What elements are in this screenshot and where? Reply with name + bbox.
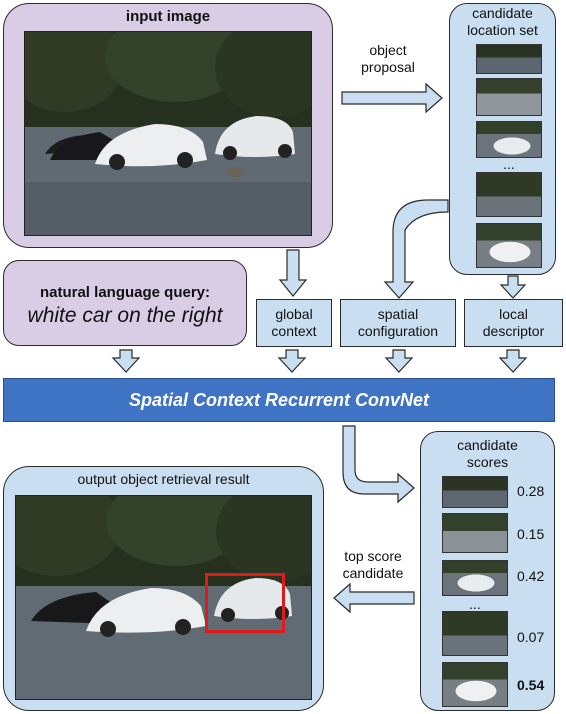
local-to-network-arrow	[498, 349, 528, 373]
spatial-to-network-arrow	[384, 349, 414, 373]
object-proposal-line1: object	[369, 42, 407, 58]
spatial-configuration-label: spatial configuration	[340, 306, 456, 340]
candidate-scores-title: candidate scores	[420, 437, 555, 471]
candidate-score-value: 0.15	[517, 526, 545, 542]
query-panel	[3, 260, 247, 346]
candidate-location-set-line1: candidate	[472, 5, 533, 21]
candidate-score-value: 0.07	[517, 629, 545, 645]
local-descriptor-down-arrow	[499, 275, 527, 299]
output-photo	[15, 495, 312, 700]
candidate-location-thumb	[476, 223, 542, 268]
parking-lot-scene	[25, 32, 311, 235]
local-descriptor-label: local descriptor	[464, 306, 563, 340]
candidate-score-thumb	[442, 662, 508, 707]
candidate-score-value-top: 0.54	[517, 677, 545, 693]
output-parking-lot-scene	[16, 496, 311, 699]
candidate-scores-line2: scores	[466, 454, 509, 470]
candidate-scores-line1: candidate	[457, 437, 518, 453]
network-bar-label: Spatial Context Recurrent ConvNet	[128, 390, 430, 410]
global-to-network-arrow	[277, 349, 307, 373]
candidate-score-thumb	[442, 560, 508, 596]
network-bar	[3, 378, 555, 422]
candidate-score-value: 0.42	[517, 568, 545, 584]
candidate-score-value: 0.28	[517, 483, 545, 499]
object-proposal-label: object proposal	[345, 42, 431, 76]
spatial-configuration-box	[340, 299, 456, 347]
candidate-score-thumb	[442, 611, 508, 656]
input-image-title: input image	[125, 8, 211, 25]
query-title: natural language query:	[39, 284, 211, 301]
retrieved-object-box	[205, 573, 285, 633]
input-photo	[24, 31, 312, 236]
local-descriptor-line2: descriptor	[482, 323, 545, 339]
top-score-candidate-label: top score candidate	[330, 548, 416, 582]
candidate-location-thumb	[476, 78, 542, 116]
candidate-location-set-title: candidate location set	[449, 5, 556, 39]
candidate-score-thumb	[442, 476, 508, 508]
candidate-location-thumb	[476, 44, 542, 74]
global-context-label: global context	[256, 306, 332, 340]
candidate-location-thumb	[476, 121, 542, 158]
network-to-scores-arrow	[342, 425, 415, 504]
spatial-configuration-line1: spatial	[377, 306, 419, 322]
object-proposal-line2: proposal	[361, 59, 415, 75]
object-proposal-arrow	[341, 82, 443, 114]
top-score-candidate-arrow	[333, 582, 415, 614]
candidate-location-set-line2: location set	[467, 22, 538, 38]
global-context-down-arrow	[278, 249, 308, 297]
local-descriptor-line1: local	[499, 306, 528, 322]
candidate-location-thumb	[476, 172, 542, 217]
global-context-line2: context	[271, 323, 317, 339]
candidate-location-ellipsis: ...	[503, 156, 515, 172]
candidate-scores-ellipsis: ...	[469, 596, 481, 612]
top-score-candidate-line1: top score	[344, 548, 402, 564]
local-descriptor-box	[464, 299, 563, 347]
top-score-candidate-line2: candidate	[342, 565, 404, 581]
global-context-box	[256, 299, 332, 347]
spatial-configuration-line2: configuration	[357, 323, 439, 339]
output-panel-title: output object retrieval result	[77, 471, 250, 487]
query-text: white car on the right	[27, 304, 223, 327]
global-context-line1: global	[275, 306, 313, 322]
candidate-score-thumb	[442, 513, 508, 553]
query-to-network-arrow	[111, 349, 141, 373]
spatial-configuration-curved-arrow	[383, 199, 449, 299]
